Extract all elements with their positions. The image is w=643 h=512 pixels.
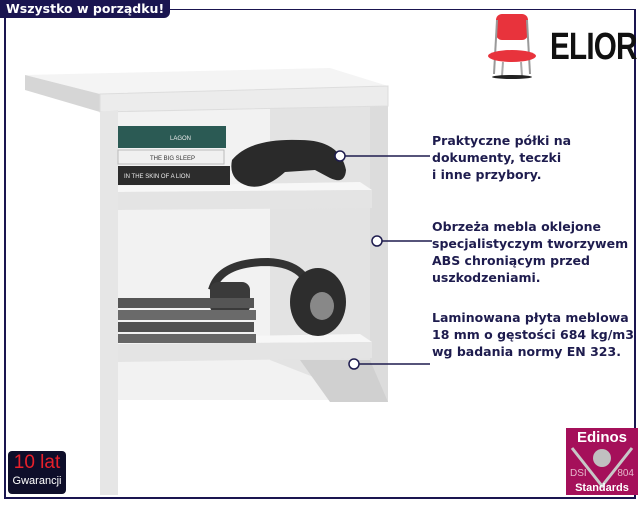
disc-case-1 [118, 298, 254, 308]
cabinet-inner-right-side [270, 100, 372, 400]
gamepad [231, 139, 346, 187]
disc-case-4 [118, 334, 256, 343]
certificate-number: 804 [617, 468, 634, 479]
middle-shelf-top [118, 182, 372, 192]
callout-edges: Obrzeża mebla oklejone specjalistyczym t… [432, 219, 629, 285]
header-tab: Wszystko w porządku! [0, 0, 171, 18]
callout-board: Laminowana płyta meblowa 18 mm o gęstośc… [432, 310, 634, 359]
bottom-shelf-front [118, 342, 372, 362]
certificate-standards: Standards [575, 482, 629, 494]
disc-case-3 [118, 322, 254, 332]
callout-dot-2 [371, 235, 383, 247]
callout-dot-1 [334, 150, 346, 162]
certificate-v-icon [570, 447, 634, 489]
certificate-left: DSI [570, 468, 587, 479]
callout-shelves: Praktyczne półki na dokumenty, teczki i … [432, 133, 572, 182]
cabinet-top-surface [25, 68, 388, 94]
book-2 [117, 149, 225, 165]
cabinet-top-front-edge [99, 85, 389, 113]
middle-shelf-front [118, 190, 372, 210]
warranty-label: Gwarancji [12, 475, 62, 487]
cabinet-left-panel [100, 110, 118, 495]
book-3 [118, 166, 230, 185]
callout-dot-3 [348, 358, 360, 370]
disc-case-2 [118, 310, 256, 320]
book-3-title: IN THE SKIN OF A LION [124, 174, 190, 180]
certificate-badge: Edinos DSI 804 Standards [566, 428, 638, 495]
chair-icon [488, 14, 536, 79]
warranty-years: 10 lat [13, 452, 61, 473]
book-1 [118, 126, 226, 148]
image-frame [4, 9, 636, 499]
cabinet-right-foot [300, 360, 388, 402]
book-2-title: THE BIG SLEEP [150, 156, 195, 162]
warranty-badge: 10 lat Gwarancji [8, 451, 66, 494]
certificate-name: Edinos [576, 429, 627, 446]
cabinet-right-panel [370, 96, 388, 402]
brand-logo-text: ELIOR [550, 26, 637, 68]
book-1-title: LAGON [170, 136, 191, 142]
cabinet-top-left-edge [25, 75, 100, 112]
